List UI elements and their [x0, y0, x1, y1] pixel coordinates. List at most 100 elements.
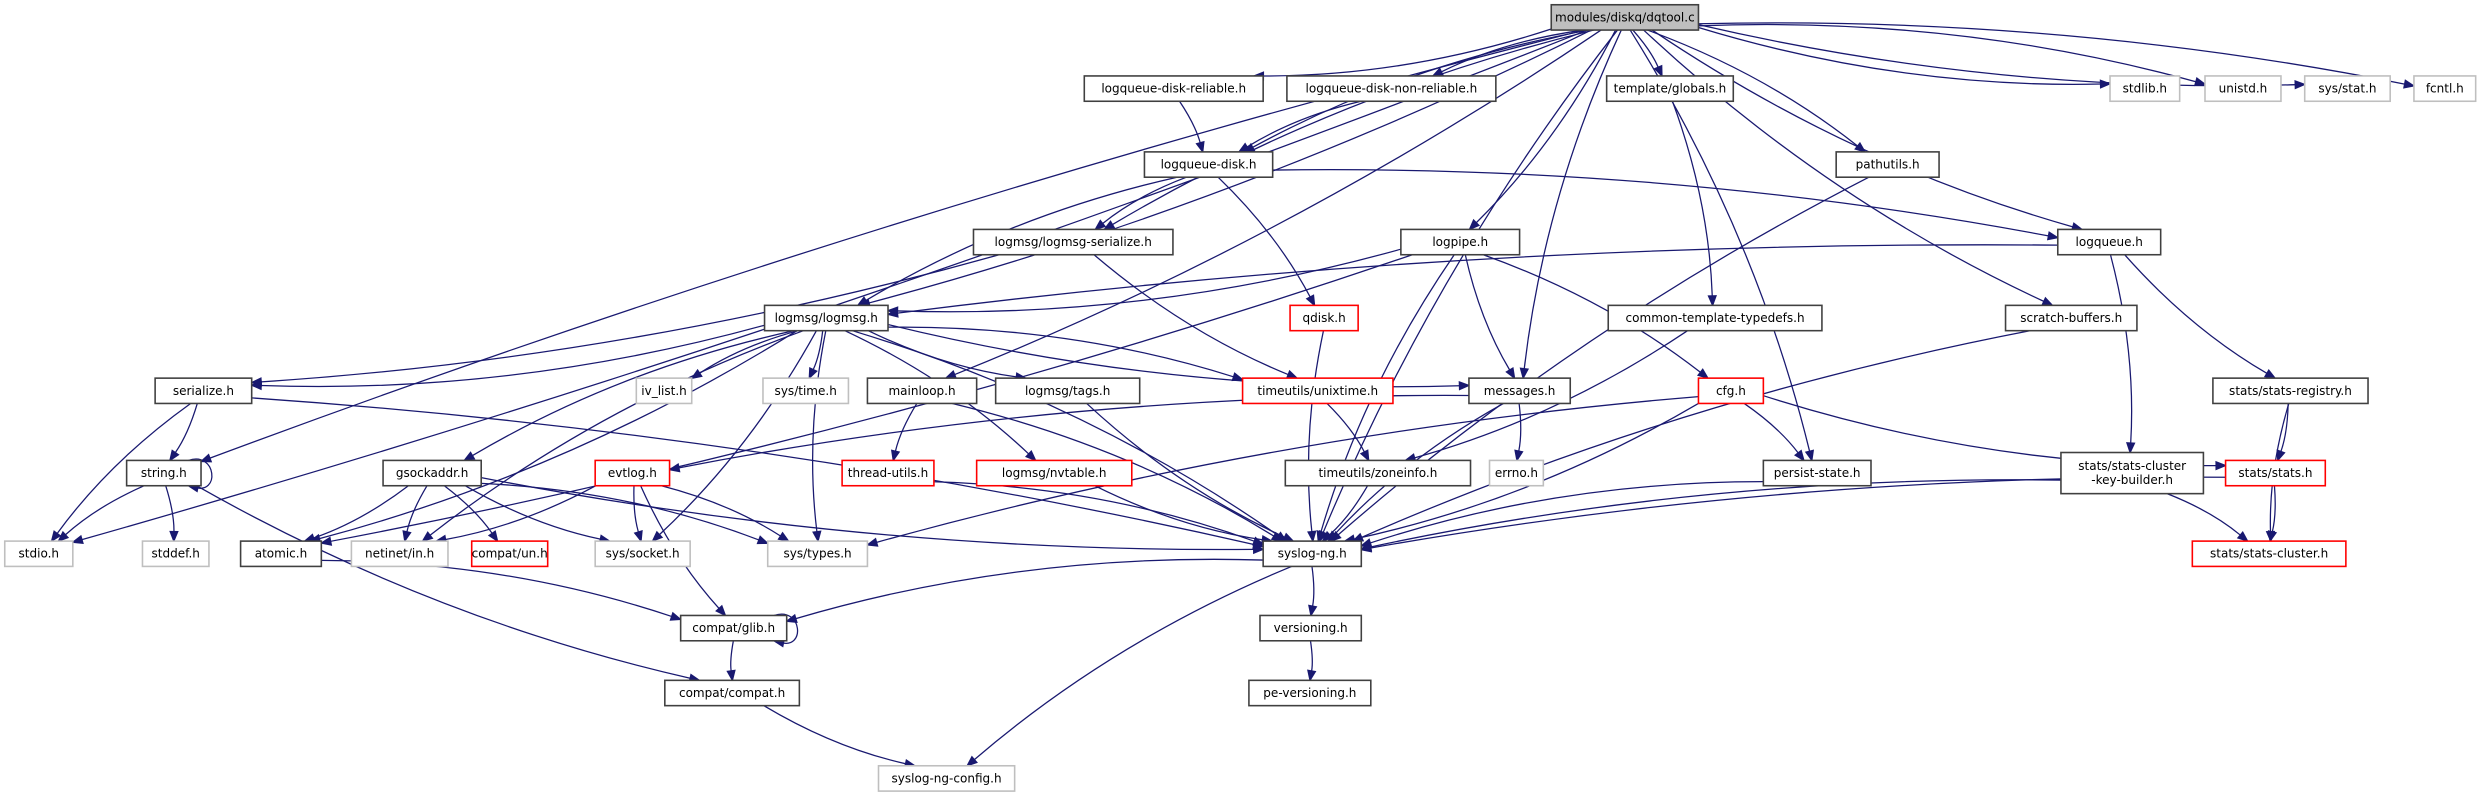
node-atomic[interactable]: atomic.h — [239, 540, 323, 568]
edge-line — [730, 640, 734, 672]
edge-compat-to-sngconfig — [763, 705, 917, 769]
node-label: stats/stats-cluster — [2078, 459, 2186, 473]
node-serialize[interactable]: serialize.h — [154, 377, 253, 405]
arrowhead-icon — [1285, 369, 1299, 379]
node-gsockaddr[interactable]: gsockaddr.h — [382, 459, 482, 487]
node-scratch[interactable]: scratch-buffers.h — [2004, 304, 2138, 332]
node-logpipe[interactable]: logpipe.h — [1400, 228, 1521, 256]
edge-line — [1307, 330, 1325, 532]
node-dqtool[interactable]: modules/diskq/dqtool.c — [1550, 3, 1700, 31]
arrowhead-icon — [2236, 531, 2249, 543]
node-box — [350, 540, 449, 568]
node-versioning[interactable]: versioning.h — [1259, 614, 1363, 642]
node-box — [2191, 540, 2347, 568]
edge-gsockaddr-to-atomic — [303, 485, 409, 543]
edge-lqd-to-qdisk — [1217, 176, 1316, 307]
node-cfg[interactable]: cfg.h — [1697, 377, 1765, 405]
node-box — [866, 377, 978, 405]
node-lqdr[interactable]: logqueue-disk-reliable.h — [1083, 75, 1264, 103]
node-tags[interactable]: logmsg/tags.h — [994, 377, 1141, 405]
node-label: logmsg/logmsg-serialize.h — [995, 235, 1152, 249]
edge-line — [1112, 29, 1594, 226]
edge-line — [1632, 29, 1659, 68]
node-lmser[interactable]: logmsg/logmsg-serialize.h — [972, 228, 1174, 256]
node-threadutils[interactable]: thread-utils.h — [841, 459, 935, 487]
arrowhead-icon — [1102, 220, 1116, 231]
arrowhead-icon — [965, 755, 978, 767]
node-lqdnr[interactable]: logqueue-disk-non-reliable.h — [1286, 75, 1497, 103]
node-string[interactable]: string.h — [125, 459, 202, 487]
edge-lqd-to-logmsg — [856, 176, 1178, 307]
edge-qdisk-to-syslogng — [1307, 330, 1325, 543]
node-statscluster[interactable]: stats/stats-cluster.h — [2191, 540, 2347, 568]
node-unixtime[interactable]: timeutils/unixtime.h — [1241, 377, 1394, 405]
arrowhead-icon — [421, 531, 434, 543]
node-pathutils[interactable]: pathutils.h — [1835, 151, 1940, 178]
arrowhead-icon — [2041, 296, 2054, 307]
edge-line — [321, 559, 672, 618]
edge-glib-to-compat — [726, 640, 736, 683]
edge-line — [445, 485, 597, 541]
node-errno: errno.h — [1488, 459, 1545, 487]
edge-line — [330, 254, 1413, 542]
edge-line — [1698, 26, 2101, 85]
node-zoneinfo[interactable]: timeutils/zoneinfo.h — [1284, 459, 1472, 487]
node-label: unistd.h — [2219, 82, 2268, 96]
node-tglobals[interactable]: template/globals.h — [1605, 75, 1735, 103]
node-qdisk[interactable]: qdisk.h — [1289, 304, 1359, 332]
edge-line — [1698, 22, 2405, 85]
node-persist[interactable]: persist-state.h — [1762, 459, 1872, 487]
node-mainloop[interactable]: mainloop.h — [866, 377, 978, 405]
edge-cfg-to-systypes — [865, 395, 1699, 547]
edge-line — [1093, 254, 1289, 376]
edge-line — [174, 403, 198, 453]
edge-line — [1464, 254, 1511, 371]
node-messages[interactable]: messages.h — [1468, 377, 1572, 405]
edge-dqtool-to-mainloop — [944, 29, 1602, 379]
node-box — [125, 459, 202, 487]
node-logmsg[interactable]: logmsg/logmsg.h — [763, 304, 889, 332]
node-box — [382, 459, 482, 487]
node-box — [1762, 459, 1872, 487]
node-box — [1259, 614, 1363, 642]
edge-line — [852, 330, 1279, 537]
node-logqueue[interactable]: logqueue.h — [2056, 228, 2162, 256]
node-syssocket: sys/socket.h — [594, 540, 691, 568]
edge-line — [481, 476, 1254, 551]
node-ctt[interactable]: common-template-typedefs.h — [1607, 304, 1823, 332]
arrowhead-icon — [2193, 76, 2207, 87]
edge-messages-to-errno — [1514, 403, 1524, 463]
edge-line — [1246, 100, 1362, 148]
node-label: sys/types.h — [783, 547, 851, 561]
node-statsreg[interactable]: stats/stats-registry.h — [2212, 377, 2369, 405]
node-compat[interactable]: compat/compat.h — [664, 679, 801, 707]
arrowhead-icon — [2403, 79, 2416, 89]
edge-logqueue-to-logmsg — [886, 244, 2058, 318]
node-lqd[interactable]: logqueue-disk.h — [1143, 151, 1274, 178]
node-label: atomic.h — [255, 547, 308, 561]
node-nvtable[interactable]: logmsg/nvtable.h — [975, 459, 1133, 487]
arrowhead-icon — [1307, 530, 1317, 543]
edge-line — [973, 565, 1292, 761]
node-box — [994, 377, 1141, 405]
node-label: timeutils/zoneinfo.h — [1318, 466, 1437, 480]
node-stats[interactable]: stats/stats.h — [2224, 459, 2327, 487]
edge-line — [865, 176, 1178, 302]
node-box — [2204, 75, 2282, 103]
node-compatun[interactable]: compat/un.h — [470, 540, 549, 568]
node-syslogng[interactable]: syslog-ng.h — [1262, 540, 1363, 568]
node-fcntl: fcntl.h — [2413, 75, 2477, 103]
node-label: logqueue.h — [2076, 235, 2143, 249]
node-sckb[interactable]: stats/stats-cluster-key-builder.h — [2060, 451, 2205, 495]
node-label: iv_list.h — [641, 384, 687, 398]
arrowhead-icon — [1307, 669, 1317, 683]
edge-line — [261, 324, 765, 388]
node-label: pe-versioning.h — [1263, 686, 1356, 700]
node-evtlog[interactable]: evtlog.h — [594, 459, 671, 487]
node-glib[interactable]: compat/glib.h — [679, 614, 788, 642]
node-peversioning[interactable]: pe-versioning.h — [1248, 679, 1372, 707]
arrowhead-icon — [886, 308, 899, 318]
edge-line — [2109, 254, 2133, 444]
node-box — [594, 459, 671, 487]
edge-lqdnr-to-lqd — [1237, 100, 1362, 153]
